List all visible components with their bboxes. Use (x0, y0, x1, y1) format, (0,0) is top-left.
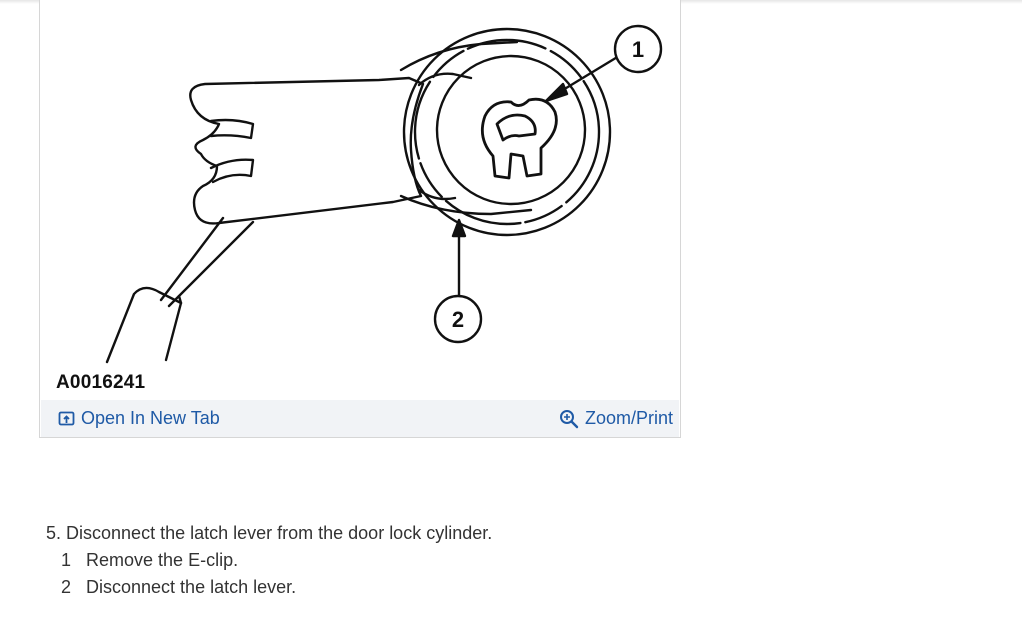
leader-arrows (451, 54, 621, 298)
latch-lever (189, 76, 425, 225)
open-in-new-tab-icon (58, 411, 75, 426)
zoom-print-link[interactable]: Zoom/Print (559, 408, 673, 429)
figure-id: A0016241 (56, 372, 146, 393)
step-5: 5. Disconnect the latch lever from the d… (46, 520, 492, 547)
substep-1: 1 Remove the E-clip. (61, 547, 492, 574)
step-number: 5. (46, 523, 62, 543)
substep-text: Remove the E-clip. (86, 550, 239, 570)
screwdriver-tool (105, 216, 255, 364)
lock-cylinder (399, 27, 612, 237)
zoom-print-label: Zoom/Print (584, 408, 673, 428)
substep-text: Disconnect the latch lever. (86, 577, 297, 597)
step-text: Disconnect the latch lever from the door… (66, 523, 493, 543)
callout-2-label: 2 (452, 307, 464, 332)
substep-2: 2 Disconnect the latch lever. (61, 574, 492, 601)
figure-card: 1 2 A0016241 Open In New Tab Zoom/Print (39, 0, 681, 438)
substep-number: 2 (61, 577, 72, 597)
substep-list: 1 Remove the E-clip. 2 Disconnect the la… (46, 547, 492, 601)
zoom-in-icon (559, 409, 579, 428)
instructions: 5. Disconnect the latch lever from the d… (46, 520, 492, 601)
figure-footer: Open In New Tab Zoom/Print (41, 400, 679, 437)
substep-number: 1 (61, 550, 72, 570)
open-in-new-tab-label: Open In New Tab (81, 408, 220, 428)
callout-2: 2 (433, 294, 483, 344)
open-in-new-tab-link[interactable]: Open In New Tab (58, 408, 220, 429)
callout-1: 1 (613, 24, 663, 74)
latch-lever-diagram: 1 2 (105, 24, 663, 364)
e-clip (480, 97, 558, 180)
callout-1-label: 1 (632, 37, 644, 62)
